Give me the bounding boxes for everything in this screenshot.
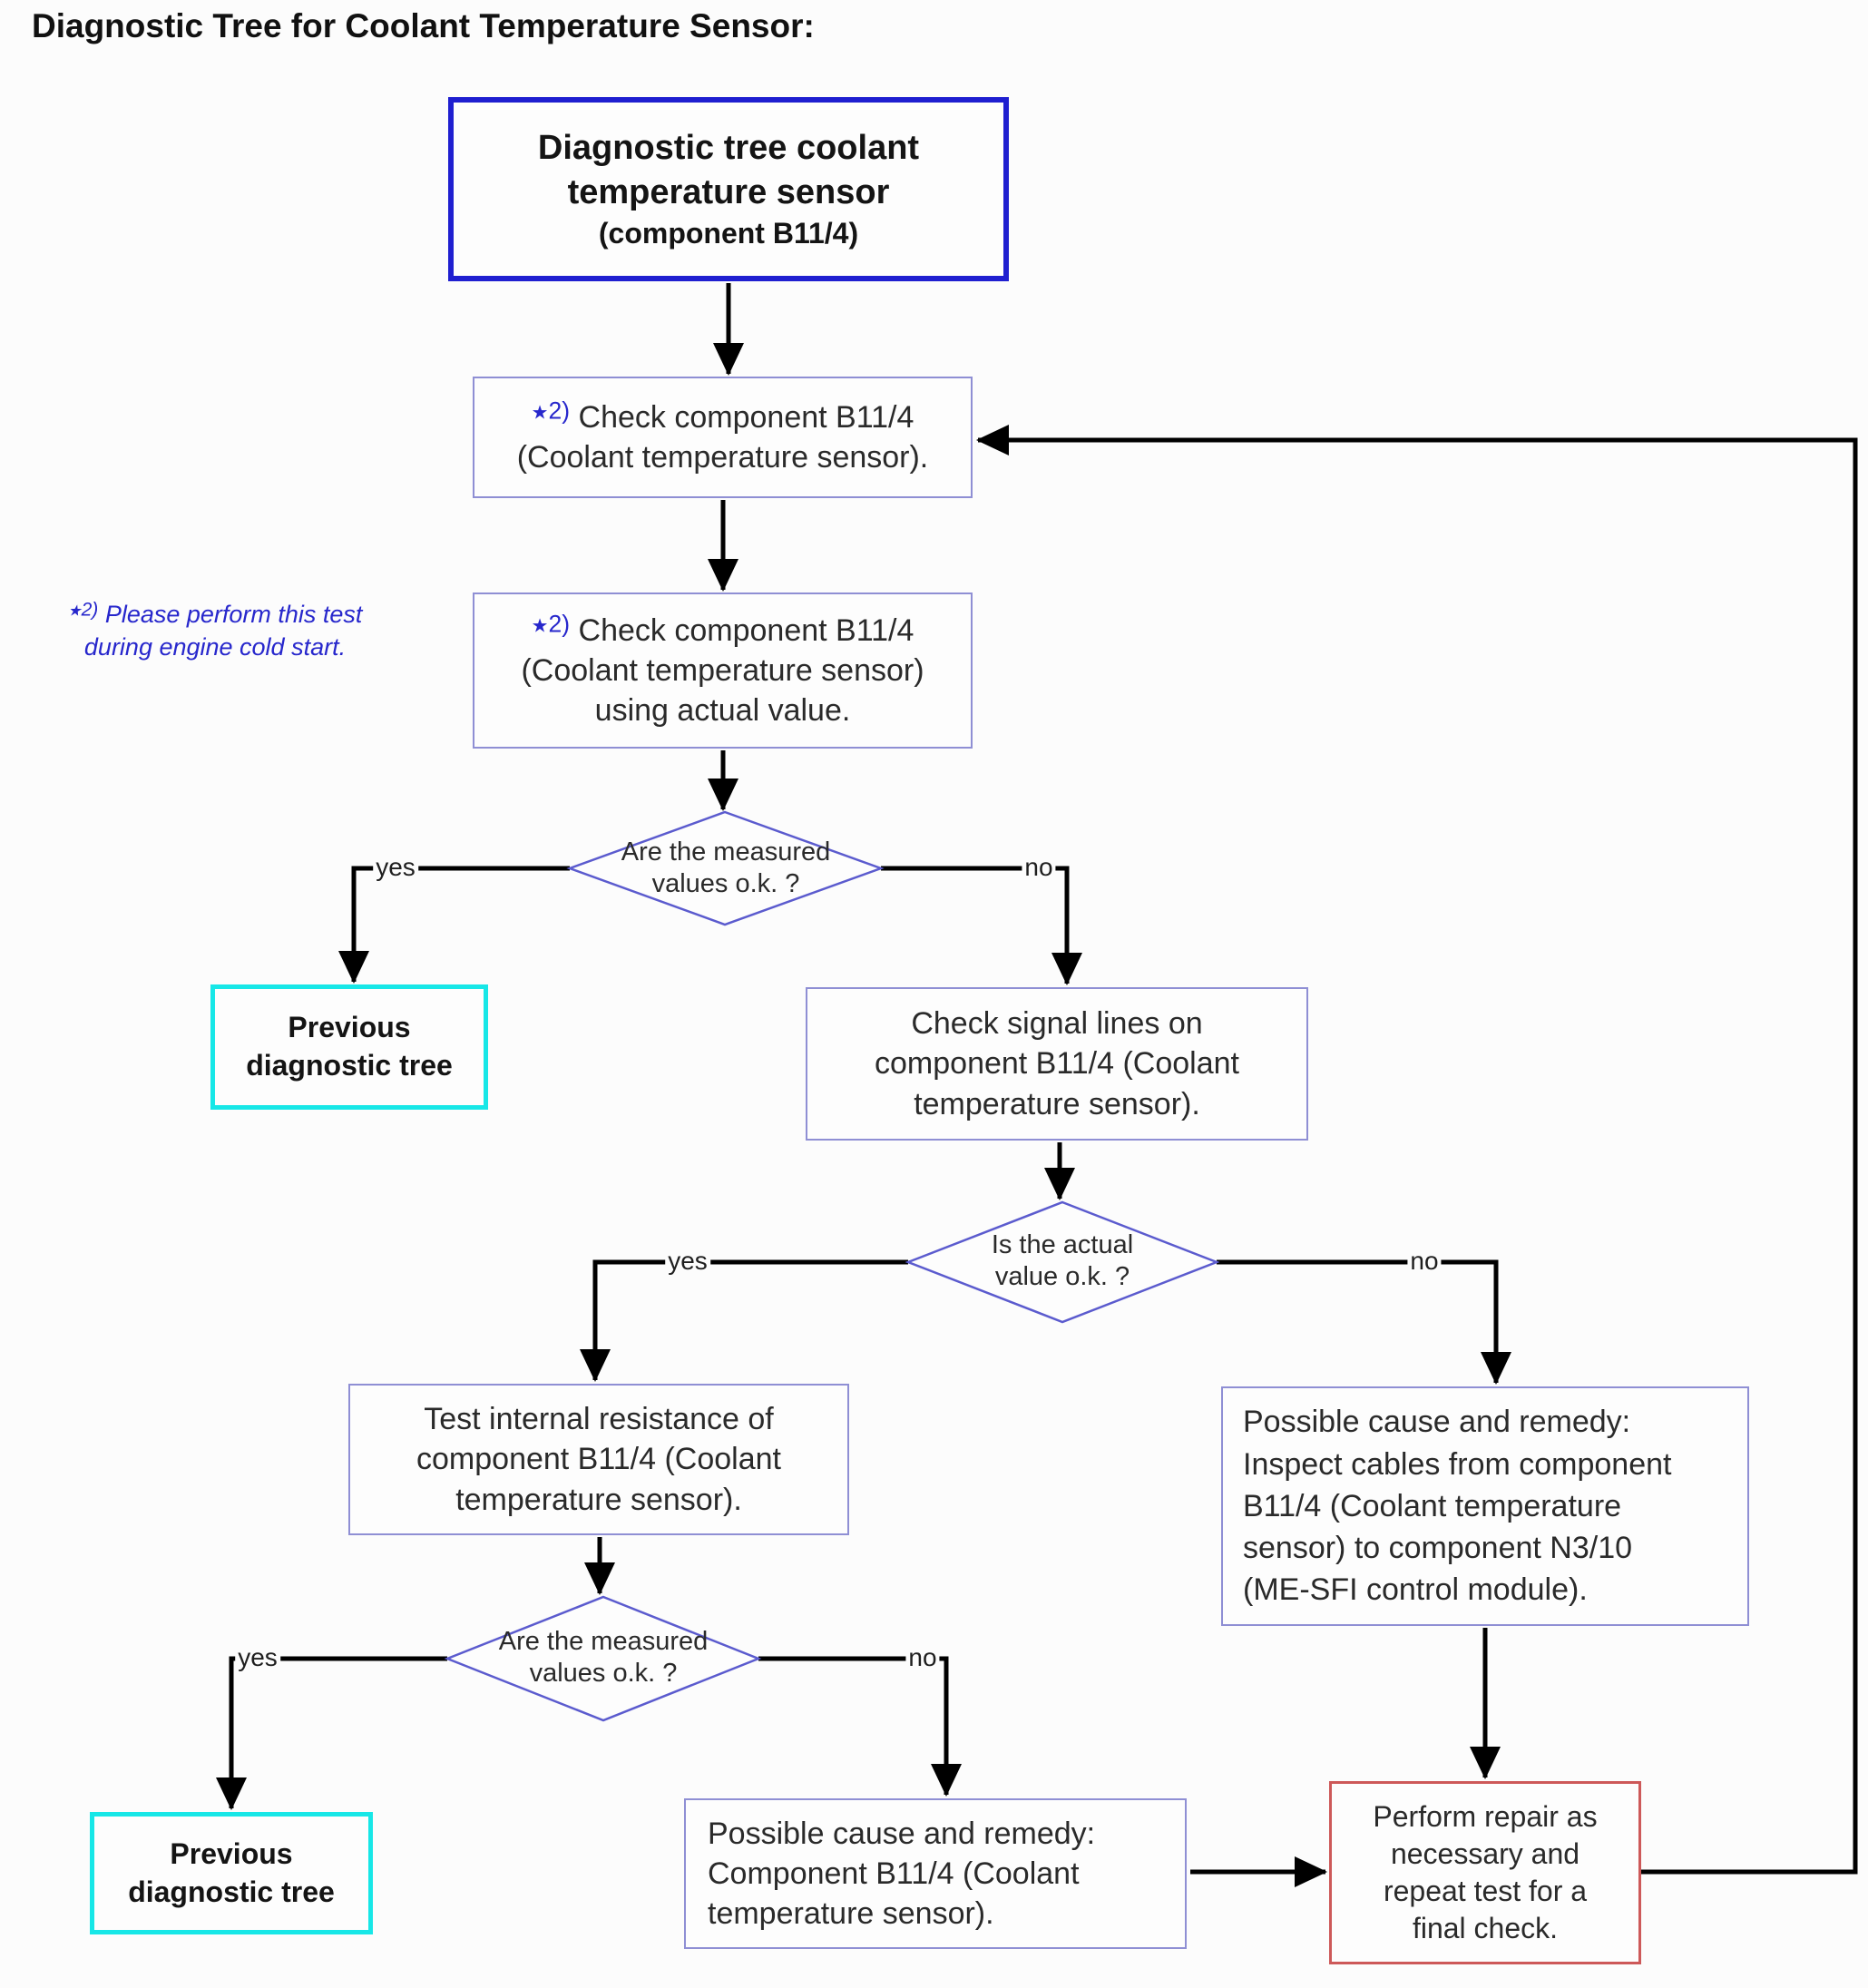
node-check-actual-value: ★2) Check component B11/4 (Coolant tempe… (473, 592, 973, 749)
node-inspect-cables-line: Inspect cables from component (1243, 1446, 1672, 1482)
node-inspect-cables-line: Possible cause and remedy: (1243, 1405, 1631, 1440)
footnote-marker-icon: ★2) (531, 610, 571, 638)
node-previous-tree-line: Previous (170, 1836, 293, 1870)
node-check-actual-line: (Coolant temperature sensor) (521, 652, 924, 688)
footnote-line: Please perform this test (104, 601, 363, 628)
page-title: Diagnostic Tree for Coolant Temperature … (32, 7, 815, 44)
node-start: Diagnostic tree coolant temperature sens… (448, 97, 1009, 281)
footnote-annotation: ★2) Please perform this test during engi… (38, 599, 392, 663)
footnote-marker-icon: ★2) (531, 397, 571, 425)
node-test-resistance-line: component B11/4 (Coolant (416, 1442, 781, 1477)
branch-label-yes-1: yes (373, 855, 418, 880)
node-cause-component-line: temperature sensor). (708, 1896, 994, 1932)
node-perform-repair: Perform repair as necessary and repeat t… (1329, 1781, 1641, 1964)
node-cause-component-line: Component B11/4 (Coolant (708, 1856, 1080, 1891)
node-check-signal-lines: Check signal lines on component B11/4 (C… (806, 987, 1308, 1141)
arrow-repair-feedback-loop (976, 425, 1858, 1875)
node-check-signal-line: Check signal lines on (911, 1006, 1203, 1042)
node-check-sensor: ★2) Check component B11/4 (Coolant tempe… (473, 377, 973, 498)
node-inspect-cables: Possible cause and remedy: Inspect cable… (1221, 1386, 1749, 1626)
node-start-line: temperature sensor (567, 173, 890, 212)
node-perform-repair-line: final check. (1412, 1911, 1559, 1944)
node-perform-repair-line: Perform repair as (1373, 1800, 1598, 1834)
node-start-line: (component B11/4) (598, 216, 859, 250)
node-inspect-cables-line: (ME-SFI control module). (1243, 1572, 1588, 1608)
decision-diamond-3 (444, 1595, 762, 1722)
node-check-sensor-line: Check component B11/4 (578, 399, 914, 435)
node-perform-repair-line: necessary and (1390, 1837, 1580, 1871)
footnote-marker-icon: ★2) (67, 599, 99, 621)
decision-diamond-1 (566, 810, 885, 926)
decision-diamond-2 (905, 1200, 1220, 1324)
arrow-decision2-yes (580, 1259, 908, 1382)
node-inspect-cables-line: B11/4 (Coolant temperature (1243, 1488, 1622, 1523)
node-check-actual-line: using actual value. (594, 693, 851, 729)
arrow-decision3-no (758, 1656, 962, 1797)
branch-label-no-1: no (1022, 855, 1056, 880)
branch-label-no-3: no (905, 1645, 940, 1670)
footnote-line: during engine cold start. (83, 632, 347, 661)
node-test-resistance-line: temperature sensor). (455, 1482, 742, 1517)
node-previous-tree-line: diagnostic tree (128, 1875, 335, 1908)
node-previous-tree-line: Previous (288, 1011, 411, 1044)
node-test-resistance-line: Test internal resistance of (424, 1402, 774, 1437)
node-previous-tree-1: Previous diagnostic tree (210, 984, 488, 1110)
arrow-decision2-no (1217, 1259, 1511, 1385)
node-check-signal-line: temperature sensor). (914, 1086, 1200, 1121)
node-check-sensor-line: (Coolant temperature sensor). (516, 440, 929, 475)
node-test-resistance: Test internal resistance of component B1… (348, 1384, 849, 1535)
arrow-decision1-no (881, 866, 1082, 985)
arrow-decision3-yes (216, 1656, 447, 1810)
branch-label-yes-3: yes (235, 1645, 280, 1670)
node-inspect-cables-line: sensor) to component N3/10 (1243, 1531, 1633, 1566)
node-start-line: Diagnostic tree coolant (537, 129, 920, 168)
node-check-actual-line: Check component B11/4 (578, 612, 914, 648)
branch-label-no-2: no (1407, 1249, 1442, 1274)
node-perform-repair-line: repeat test for a (1383, 1875, 1588, 1907)
node-previous-tree-line: diagnostic tree (246, 1049, 453, 1082)
node-check-signal-line: component B11/4 (Coolant (875, 1046, 1239, 1082)
node-previous-tree-2: Previous diagnostic tree (90, 1812, 373, 1934)
branch-label-yes-2: yes (665, 1249, 710, 1274)
node-cause-component-line: Possible cause and remedy: (708, 1816, 1096, 1851)
node-cause-component: Possible cause and remedy: Component B11… (684, 1798, 1187, 1949)
arrow-decision1-yes (338, 866, 570, 984)
